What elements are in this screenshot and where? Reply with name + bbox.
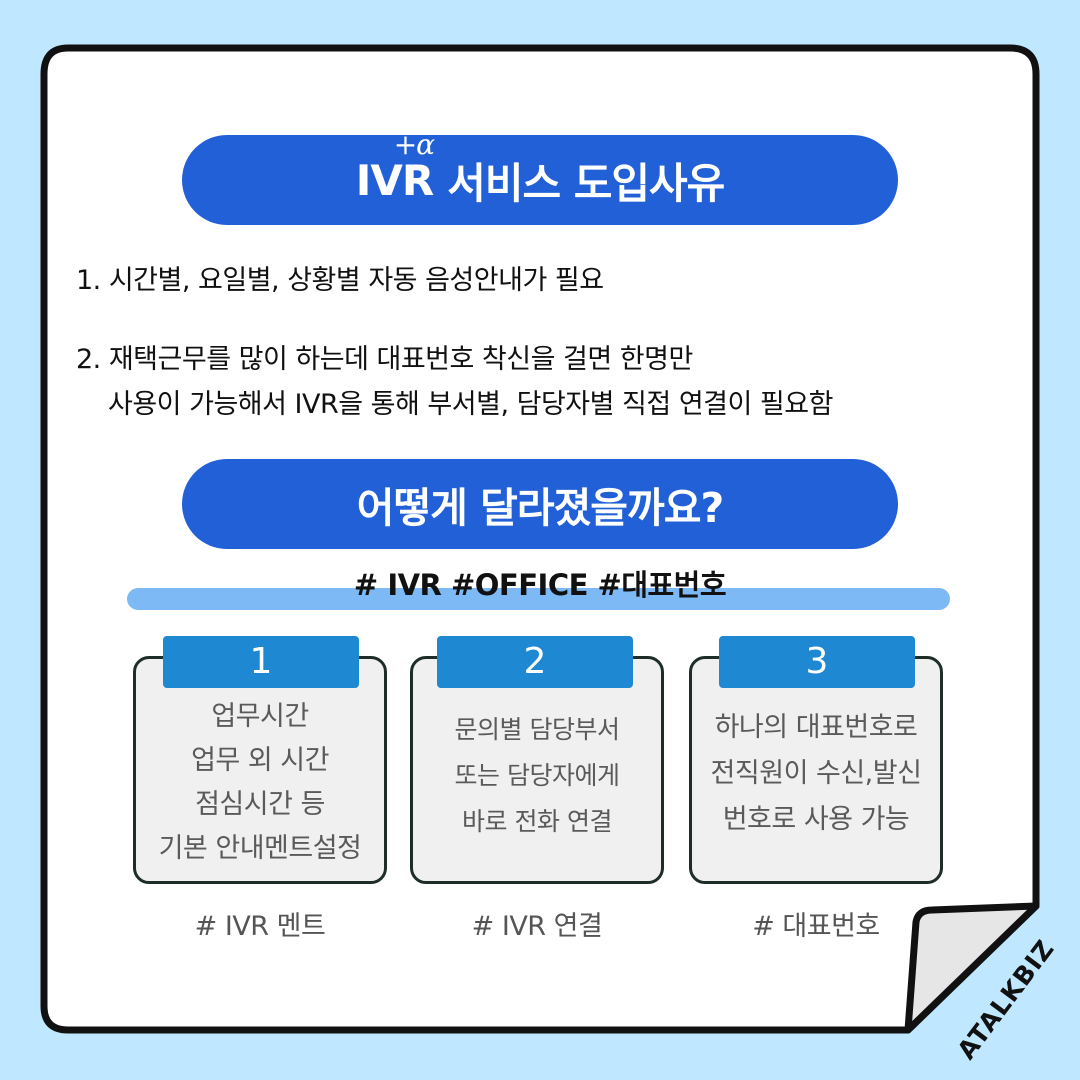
- feature-card-2: 문의별 담당부서 또는 담당자에게 바로 전화 연결: [410, 656, 664, 884]
- feature-line: 하나의 대표번호로: [714, 712, 918, 743]
- section2-banner: 어떻게 달라졌을까요?: [182, 459, 898, 549]
- page-curl: [904, 902, 1040, 1034]
- feature-number-1: 1: [163, 636, 359, 688]
- feature-card-3-text: 하나의 대표번호로 전직원이 수신,발신 번호로 사용 가능: [692, 705, 940, 843]
- feature-card-1: 업무시간 업무 외 시간 점심시간 등 기본 안내멘트설정: [133, 656, 387, 884]
- feature-line: 업무 외 시간: [191, 745, 329, 776]
- feature-number-2: 2: [437, 636, 633, 688]
- reason-2-line-1: 2. 재택근무를 많이 하는데 대표번호 착신을 걸면 한명만: [76, 344, 693, 375]
- feature-hashtag-1: # IVR 멘트: [194, 911, 326, 942]
- feature-hashtag-3: # 대표번호: [752, 911, 880, 942]
- alpha-mark: +α: [393, 127, 435, 161]
- feature-line: 업무시간: [211, 701, 309, 732]
- ivr-word: IVR +α: [355, 128, 435, 205]
- feature-card-1-text: 업무시간 업무 외 시간 점심시간 등 기본 안내멘트설정: [136, 695, 384, 871]
- tag-bar: [127, 588, 950, 610]
- feature-line: 전직원이 수신,발신: [710, 758, 922, 789]
- feature-line: 바로 전화 연결: [462, 807, 612, 836]
- feature-number-3: 3: [719, 636, 915, 688]
- feature-line: 또는 담당자에게: [454, 761, 620, 790]
- reason-2-line-2: 사용이 가능해서 IVR을 통해 부서별, 담당자별 직접 연결이 필요함: [108, 389, 833, 420]
- title-text: 서비스 도입사유: [447, 158, 725, 208]
- reason-1: 1. 시간별, 요일별, 상황별 자동 음성안내가 필요: [76, 265, 604, 296]
- info-card: IVR +α 서비스 도입사유 1. 시간별, 요일별, 상황별 자동 음성안내…: [40, 44, 1040, 1034]
- title-banner: IVR +α 서비스 도입사유: [182, 128, 898, 225]
- feature-line: 문의별 담당부서: [454, 715, 620, 744]
- feature-hashtag-2: # IVR 연결: [471, 911, 603, 942]
- tags-line: # IVR #OFFICE #대표번호: [353, 568, 727, 602]
- ivr-label: IVR: [355, 155, 434, 205]
- feature-card-2-text: 문의별 담당부서 또는 담당자에게 바로 전화 연결: [413, 707, 661, 845]
- section2-title: 어떻게 달라졌을까요?: [356, 484, 725, 532]
- feature-card-3: 하나의 대표번호로 전직원이 수신,발신 번호로 사용 가능: [689, 656, 943, 884]
- feature-line: 기본 안내멘트설정: [158, 833, 362, 864]
- feature-line: 번호로 사용 가능: [722, 804, 910, 835]
- feature-line: 점심시간 등: [195, 789, 325, 820]
